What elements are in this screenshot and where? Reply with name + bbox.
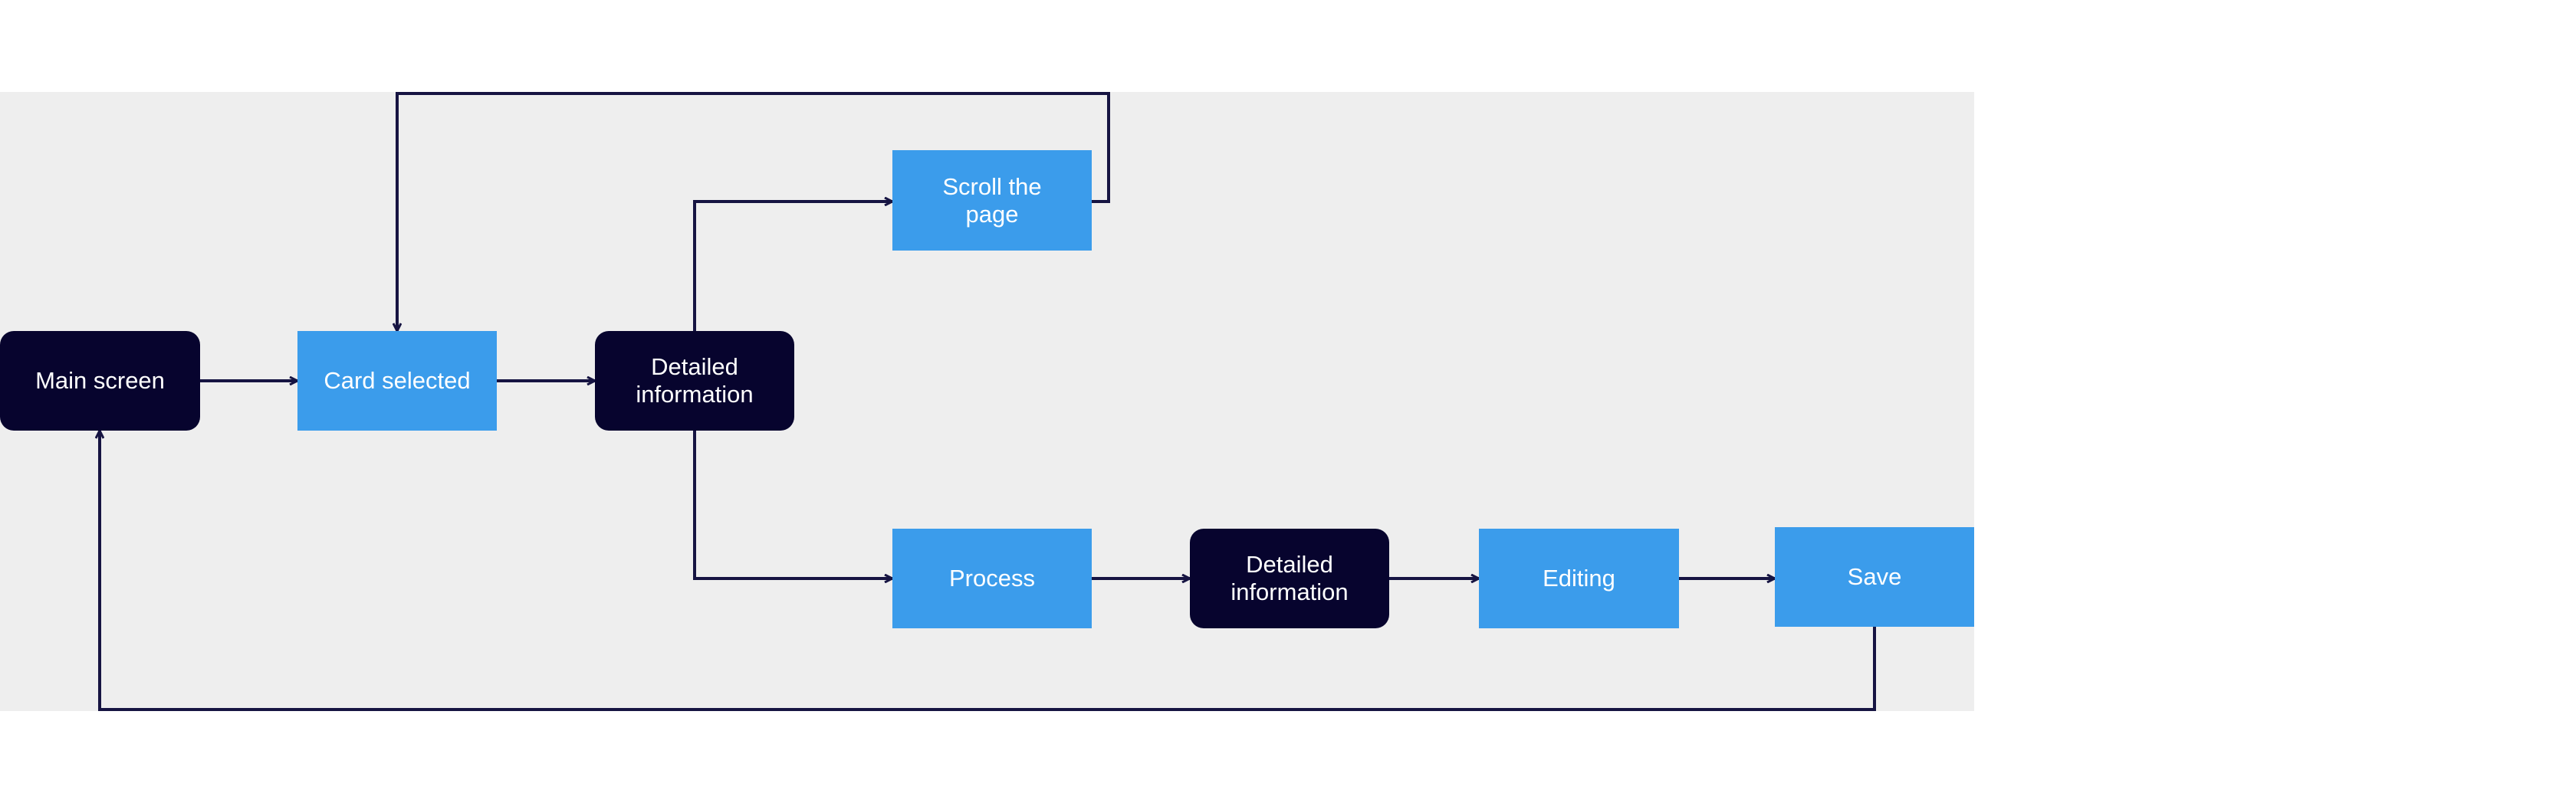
node-detailed-information-2: Detailed information bbox=[1190, 529, 1389, 628]
edge-detailed-information-to-process bbox=[693, 431, 892, 578]
edge-scroll-page-to-card-selected bbox=[397, 92, 1110, 331]
node-detailed-information: Detailed information bbox=[595, 331, 794, 431]
node-editing: Editing bbox=[1479, 529, 1679, 628]
node-save: Save bbox=[1775, 527, 1974, 627]
node-main-screen: Main screen bbox=[0, 331, 200, 431]
edge-save-to-main-screen bbox=[100, 431, 1876, 711]
node-process: Process bbox=[892, 529, 1092, 628]
node-card-selected: Card selected bbox=[297, 331, 497, 431]
node-scroll-the-page: Scroll the page bbox=[892, 150, 1092, 251]
edge-detailed-information-to-scroll-page bbox=[693, 202, 892, 331]
